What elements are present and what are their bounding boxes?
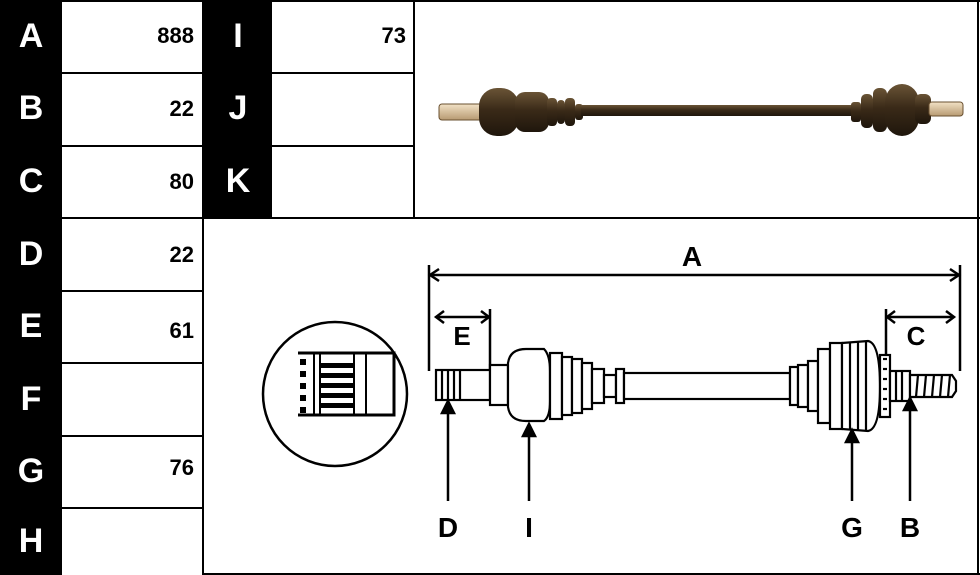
leader-lines <box>439 395 919 501</box>
label-j: J <box>204 72 272 145</box>
callout-d: D <box>438 512 458 543</box>
value-d: 22 <box>62 218 202 290</box>
callout-g: G <box>841 512 863 543</box>
dimension-e <box>433 309 492 369</box>
grid-line <box>977 0 979 575</box>
label-g: G <box>0 435 62 508</box>
spline-detail <box>261 320 409 468</box>
value-f <box>62 363 202 435</box>
label-b: B <box>0 72 62 145</box>
value-k <box>272 145 414 218</box>
value-b: 22 <box>62 72 202 145</box>
drive-shaft-diagram: A E C <box>261 241 962 543</box>
value-c: 80 <box>62 145 202 218</box>
grid-line <box>62 362 204 364</box>
grid-line <box>202 0 204 575</box>
callout-e: E <box>453 321 470 351</box>
label-c: C <box>0 145 62 218</box>
grid-line <box>62 217 980 219</box>
label-d: D <box>0 218 62 290</box>
grid-line <box>62 145 414 147</box>
grid-line-top <box>62 0 980 2</box>
value-i: 73 <box>272 0 414 72</box>
callout-i: I <box>525 512 533 543</box>
label-k: K <box>204 145 272 218</box>
grid-line-bottom <box>202 573 980 575</box>
label-i: I <box>204 0 272 72</box>
label-h: H <box>0 508 62 575</box>
grid-line <box>413 0 415 218</box>
value-a: 888 <box>62 0 202 72</box>
shaft-assembly <box>434 339 958 433</box>
grid-line <box>62 72 414 74</box>
callout-c: C <box>907 321 926 351</box>
value-e: 61 <box>62 290 202 363</box>
drive-shaft-photo <box>438 84 964 136</box>
grid-line <box>62 290 204 292</box>
label-a: A <box>0 0 62 72</box>
value-g: 76 <box>62 435 202 508</box>
grid-line <box>62 435 204 437</box>
callout-b: B <box>900 512 920 543</box>
value-j <box>272 72 414 145</box>
value-h <box>62 508 202 575</box>
dimension-c <box>884 309 957 369</box>
label-f: F <box>0 363 62 435</box>
grid-line <box>62 507 204 509</box>
callout-a: A <box>682 241 702 272</box>
dimension-a <box>427 265 962 371</box>
label-e: E <box>0 290 62 363</box>
